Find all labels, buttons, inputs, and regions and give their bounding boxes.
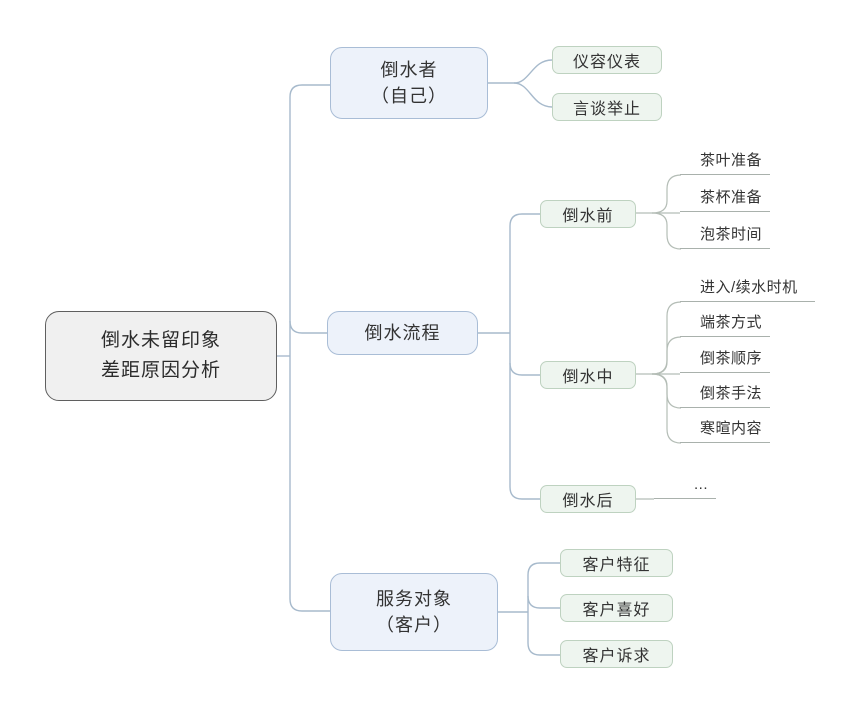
topic-node-before-pouring[interactable]: 倒水前 xyxy=(540,200,636,228)
topic-node-customer-traits[interactable]: 客户特征 xyxy=(560,549,673,577)
topic-node-during-pouring[interactable]: 倒水中 xyxy=(540,361,636,389)
topic-customer-demands-label: 客户诉求 xyxy=(582,648,651,665)
topic-customer-preferences-label: 客户喜好 xyxy=(582,602,651,619)
branch-node-customer[interactable]: 服务对象 （客户） xyxy=(330,573,498,651)
branch-process-label: 倒水流程 xyxy=(364,323,441,343)
topic-manners-label: 言谈举止 xyxy=(572,101,641,118)
branch-customer-line2: （客户） xyxy=(376,615,452,635)
leaf-node-pouring-technique[interactable]: 倒茶手法 xyxy=(680,382,770,408)
leaf-node-brew-time[interactable]: 泡茶时间 xyxy=(680,223,770,249)
branch-pourer-line1: 倒水者 xyxy=(380,60,438,80)
root-node[interactable]: 倒水未留印象 差距原因分析 xyxy=(45,311,277,401)
leaf-node-smalltalk-content[interactable]: 寒暄内容 xyxy=(680,417,770,443)
leaf-node-after-ellipsis[interactable]: ... xyxy=(654,473,716,499)
leaf-node-serving-method[interactable]: 端茶方式 xyxy=(680,311,770,337)
topic-appearance-label: 仪容仪表 xyxy=(572,54,641,71)
topic-node-after-pouring[interactable]: 倒水后 xyxy=(540,485,636,513)
leaf-node-tea-leaf-prep[interactable]: 茶叶准备 xyxy=(680,149,770,175)
topic-during-label: 倒水中 xyxy=(562,369,614,386)
topic-node-manners[interactable]: 言谈举止 xyxy=(552,93,662,121)
branch-node-process[interactable]: 倒水流程 xyxy=(327,311,478,355)
topic-node-appearance[interactable]: 仪容仪表 xyxy=(552,46,662,74)
leaf-node-tea-cup-prep[interactable]: 茶杯准备 xyxy=(680,186,770,212)
root-label-line2: 差距原因分析 xyxy=(100,360,221,381)
topic-customer-traits-label: 客户特征 xyxy=(582,557,651,574)
topic-node-customer-preferences[interactable]: 客户喜好 xyxy=(560,594,673,622)
branch-pourer-line2: （自己） xyxy=(371,86,447,106)
leaf-node-entry-timing[interactable]: 进入/续水时机 xyxy=(680,276,815,302)
branch-customer-line1: 服务对象 xyxy=(376,589,452,609)
topic-after-label: 倒水后 xyxy=(562,493,614,510)
root-label-line1: 倒水未留印象 xyxy=(100,330,221,351)
leaf-node-pouring-order[interactable]: 倒茶顺序 xyxy=(680,347,770,373)
topic-node-customer-demands[interactable]: 客户诉求 xyxy=(560,640,673,668)
branch-node-pourer[interactable]: 倒水者 （自己） xyxy=(330,47,488,119)
topic-before-label: 倒水前 xyxy=(562,208,614,225)
